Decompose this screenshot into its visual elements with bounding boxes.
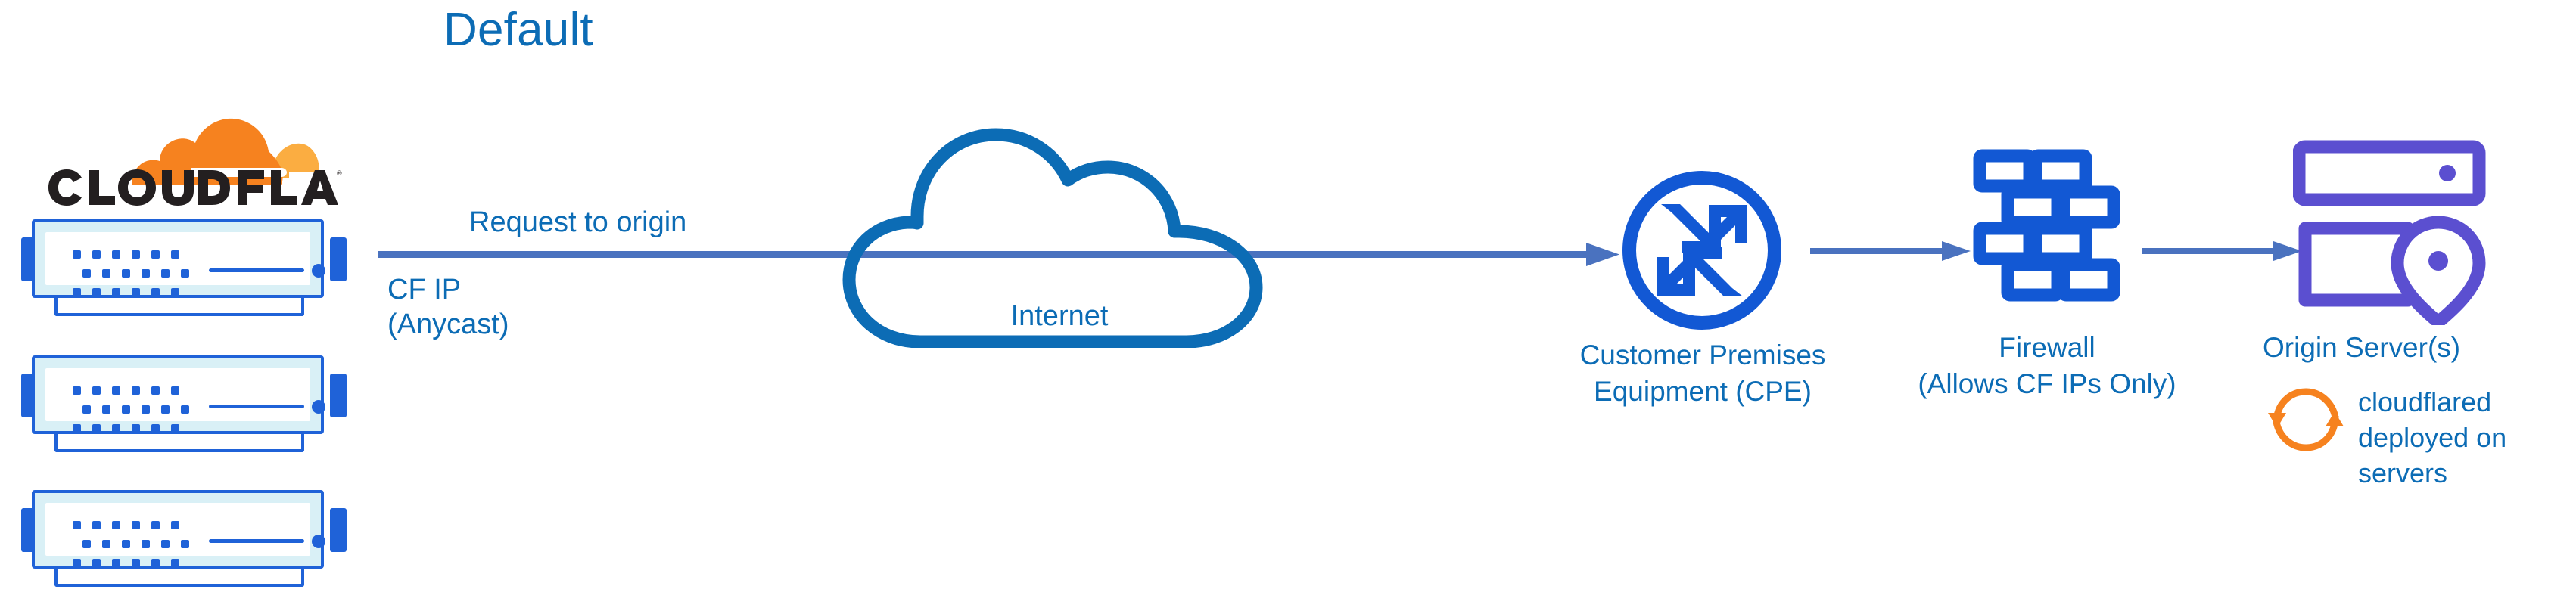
rack-inner-panel <box>45 503 325 567</box>
rack-vent-dots <box>73 386 195 433</box>
rack-ear-right <box>330 237 347 281</box>
connector-arrow-firewall-origin <box>2142 240 2302 262</box>
cpe-label: Customer Premises Equipment (CPE) <box>1538 337 1868 410</box>
cpe-label-line-1: Customer Premises <box>1579 340 1826 371</box>
rack-base <box>54 569 304 587</box>
brick-wall-icon <box>1966 148 2123 304</box>
request-flow-arrow <box>378 240 1619 269</box>
firewall-label-line-2: (Allows CF IPs Only) <box>1918 368 2176 399</box>
internet-label: Internet <box>1010 300 1109 332</box>
rack-inner-panel <box>45 368 325 433</box>
svg-text:®: ® <box>337 169 342 177</box>
origin-label: Origin Server(s) <box>2263 330 2535 366</box>
firewall-label-line-1: Firewall <box>1999 332 2095 363</box>
cloudflared-note: cloudflared deployed on servers <box>2358 384 2570 491</box>
router-icon <box>1619 168 1784 333</box>
cloudflare-logo: ® <box>39 112 342 210</box>
rack-vent-dots <box>73 250 195 297</box>
cloud-outline-icon <box>838 100 1280 348</box>
page-title: Default <box>443 4 593 56</box>
rack-body <box>32 355 325 434</box>
server-rack-icon <box>21 219 347 319</box>
cf-ip-line-2: (Anycast) <box>387 309 509 340</box>
origin-server-pin-icon <box>2293 138 2490 325</box>
rack-inner-panel <box>45 232 325 296</box>
rack-ear-right <box>330 374 347 417</box>
cloudflared-note-line-2: deployed on <box>2358 422 2507 453</box>
cf-ip-label: CF IP (Anycast) <box>387 272 509 342</box>
cloudflared-note-line-3: servers <box>2358 457 2448 488</box>
rack-led-indicator <box>312 264 325 278</box>
rack-led-indicator <box>312 535 325 548</box>
request-to-origin-label: Request to origin <box>469 206 687 238</box>
rack-led-indicator <box>312 400 325 414</box>
rack-status-line <box>209 539 304 543</box>
rack-status-line <box>209 268 304 272</box>
rack-status-line <box>209 405 304 408</box>
refresh-cycle-icon <box>2266 384 2346 455</box>
rack-body <box>32 219 325 298</box>
rack-vent-dots <box>73 521 195 568</box>
origin-label-line-1: Origin Server(s) <box>2263 332 2461 363</box>
connector-arrow-cpe-firewall <box>1810 240 1971 262</box>
server-rack-icon <box>21 490 347 590</box>
rack-ear-right <box>330 508 347 552</box>
rack-base <box>54 434 304 452</box>
rack-base <box>54 298 304 316</box>
cloudflared-note-line-1: cloudflared <box>2358 386 2492 417</box>
rack-body <box>32 490 325 569</box>
cpe-label-line-2: Equipment (CPE) <box>1594 376 1812 407</box>
server-rack-icon <box>21 355 347 455</box>
cf-ip-line-1: CF IP <box>387 274 462 305</box>
firewall-label: Firewall (Allows CF IPs Only) <box>1892 330 2202 402</box>
